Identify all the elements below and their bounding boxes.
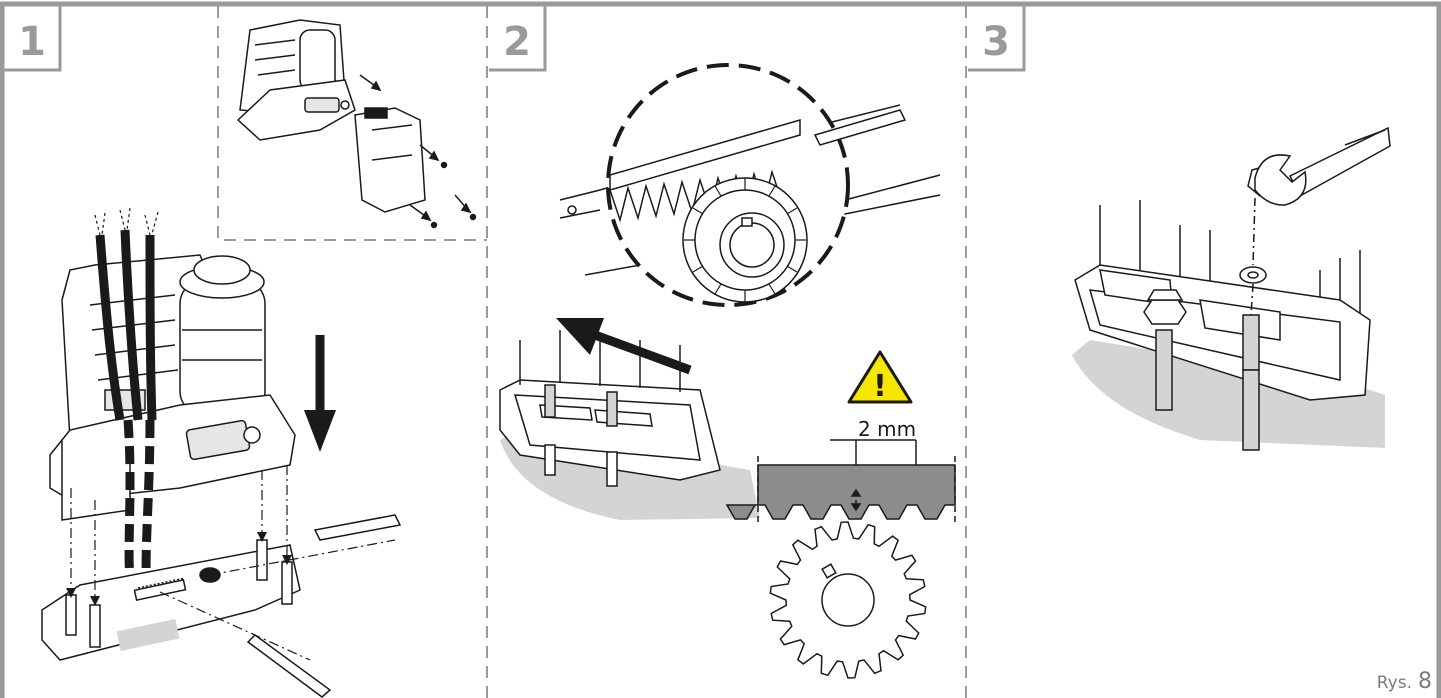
gap-measurement: 2 mm bbox=[830, 417, 917, 490]
inset-motor-unit bbox=[236, 19, 356, 141]
warning-symbol: ! bbox=[873, 369, 887, 404]
caption-number: 8 bbox=[1418, 669, 1432, 694]
step-3-label: 3 bbox=[968, 6, 1026, 72]
base-plate bbox=[41, 465, 402, 698]
inset-cover bbox=[354, 107, 426, 213]
gear-profile bbox=[769, 521, 927, 679]
arrow-left-icon bbox=[556, 318, 692, 375]
caption-prefix: Rys. bbox=[1377, 673, 1412, 693]
gear-icon bbox=[682, 177, 808, 303]
base-assembly bbox=[499, 330, 760, 520]
step-3-number: 3 bbox=[982, 19, 1010, 65]
warning-triangle-icon: ! bbox=[847, 350, 913, 404]
rack-section bbox=[725, 456, 956, 522]
step-1-label: 1 bbox=[4, 6, 62, 72]
housing-fins bbox=[1099, 200, 1361, 322]
rack-detail bbox=[559, 63, 941, 307]
figure-caption: Rys. 8 bbox=[1377, 669, 1432, 694]
arrow-down-icon bbox=[304, 335, 336, 452]
panel-1 bbox=[41, 6, 487, 698]
step-1-number: 1 bbox=[18, 19, 46, 65]
step-2-number: 2 bbox=[503, 19, 531, 65]
wrench-icon bbox=[1254, 126, 1391, 206]
panel-2: ! 2 mm bbox=[499, 63, 956, 679]
inset-arrows bbox=[359, 74, 477, 229]
panel-3 bbox=[1072, 126, 1391, 451]
gap-value: 2 mm bbox=[858, 417, 916, 441]
step-2-label: 2 bbox=[489, 6, 547, 72]
motor-unit bbox=[49, 254, 296, 521]
